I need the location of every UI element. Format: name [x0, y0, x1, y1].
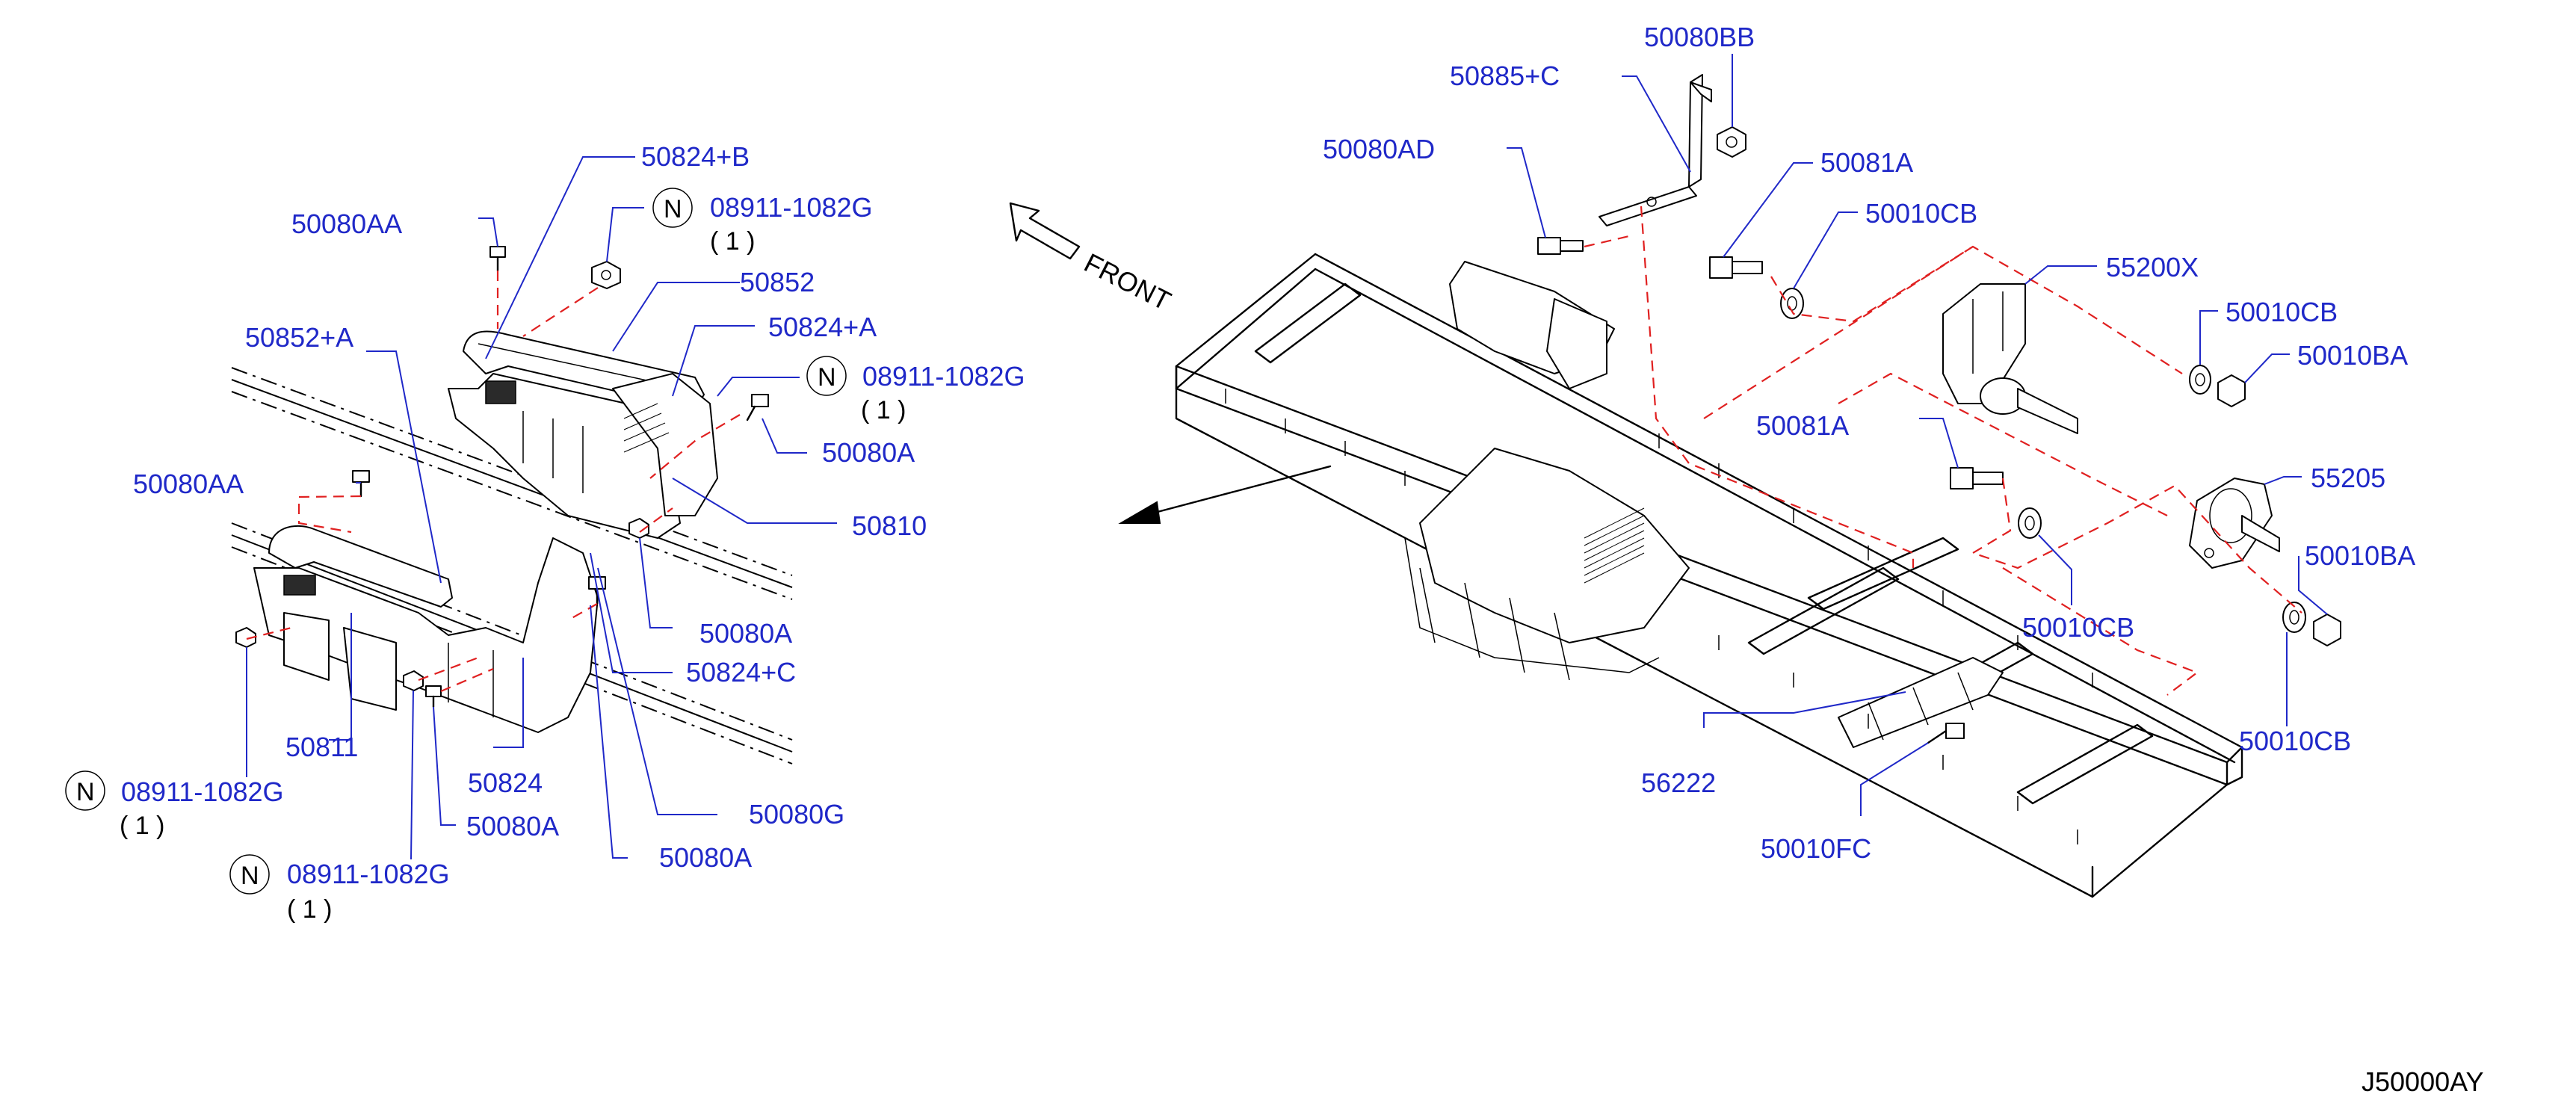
- part-label-50810: 50810: [852, 510, 927, 541]
- part-label-50824: 50824: [468, 767, 543, 798]
- part-label-08911-1082g: 08911-1082G: [862, 361, 1025, 392]
- washer-icon: [2018, 507, 2042, 539]
- bolt-icon: [746, 394, 769, 421]
- part-label-50080ad: 50080AD: [1323, 134, 1435, 164]
- direction-arrow-icon: [1118, 465, 1332, 524]
- part-label-55200x: 55200X: [2106, 252, 2199, 282]
- front-label: FRONT: [1079, 247, 1176, 317]
- part-label-50081a: 50081A: [1756, 410, 1849, 441]
- upper-bracket-assembly: [448, 330, 718, 539]
- part-label-50010cb: 50010CB: [1865, 198, 1977, 229]
- part-label-50080g: 50080G: [749, 799, 844, 830]
- part-label-50010cb: 50010CB: [2022, 612, 2134, 643]
- bracket-50885c: [1599, 74, 1712, 226]
- svg-text:N: N: [241, 862, 259, 890]
- nut-icon: [403, 670, 424, 691]
- bolt-icon: [425, 685, 442, 708]
- part-label-50824-c: 50824+C: [686, 657, 796, 688]
- nut-icon: [591, 261, 621, 289]
- shackle-plate-55205: [2189, 478, 2280, 569]
- part-label-50010ba: 50010BA: [2305, 540, 2415, 571]
- svg-text:N: N: [76, 778, 95, 806]
- n-mark-icon: N: [652, 188, 693, 228]
- part-label-50010cb: 50010CB: [2226, 297, 2338, 327]
- part-label-56222: 56222: [1641, 767, 1716, 798]
- vent-hatch: [623, 403, 670, 453]
- left-assembly-lines: [246, 271, 741, 693]
- right-fasteners: [1537, 126, 2341, 744]
- right-assembly-lines: [1584, 206, 2302, 696]
- n-mark-icon: N: [229, 854, 270, 895]
- part-label-50852: 50852: [740, 267, 815, 297]
- part-label-08911-1082g: 08911-1082G: [287, 859, 450, 889]
- nut-icon: [2217, 374, 2246, 407]
- right-leaders: [1507, 54, 2328, 816]
- washer-icon: [1780, 288, 1804, 319]
- part-label-50010fc: 50010FC: [1761, 833, 1871, 864]
- part-label-50080bb: 50080BB: [1644, 22, 1755, 52]
- bolt-icon: [1709, 256, 1763, 279]
- part-label-50010ba: 50010BA: [2297, 340, 2408, 371]
- nut-icon: [235, 627, 256, 648]
- nut-icon: [1717, 126, 1746, 158]
- part-label-50080a: 50080A: [659, 842, 752, 873]
- nut-icon: [2313, 614, 2341, 646]
- part-label-50081a: 50081A: [1820, 147, 1913, 178]
- part-label-50080a: 50080A: [699, 618, 792, 649]
- lower-bracket-assembly: [253, 525, 599, 733]
- part-label-08911-1082g: 08911-1082G: [121, 776, 284, 807]
- washer-icon: [2282, 602, 2306, 633]
- part-label-50080a: 50080A: [822, 437, 915, 468]
- bolt-icon: [1537, 237, 1584, 255]
- part-label-55205: 55205: [2311, 463, 2385, 493]
- part-label-50885-c: 50885+C: [1450, 61, 1560, 91]
- part-quantity: ( 1 ): [120, 812, 164, 840]
- part-label-50852-a: 50852+A: [245, 322, 353, 353]
- part-label-50811: 50811: [285, 732, 358, 762]
- ladder-frame: [1175, 253, 2243, 898]
- part-label-08911-1082g: 08911-1082G: [710, 192, 873, 223]
- part-label-50080a: 50080A: [466, 811, 559, 841]
- svg-text:N: N: [818, 363, 836, 392]
- part-label-50080aa: 50080AA: [291, 208, 402, 239]
- bolt-icon: [489, 246, 506, 272]
- svg-text:N: N: [664, 195, 682, 223]
- washer-icon: [2189, 365, 2211, 395]
- part-label-50824-a: 50824+A: [768, 312, 877, 342]
- cross-member-grille: [1584, 507, 1645, 584]
- bolt-icon: [1950, 467, 2004, 489]
- part-quantity: ( 1 ): [861, 396, 906, 424]
- bolt-icon: [1927, 723, 1965, 744]
- part-label-50824-b: 50824+B: [641, 141, 750, 172]
- spring-hanger-55200x: [1942, 283, 2078, 434]
- n-mark-icon: N: [65, 770, 105, 811]
- nut-icon: [628, 518, 649, 539]
- front-arrow-icon: [1009, 202, 1081, 260]
- part-label-50010cb: 50010CB: [2239, 726, 2351, 756]
- n-mark-icon: N: [806, 356, 847, 396]
- part-quantity: ( 1 ): [287, 895, 332, 924]
- left-leaders: [246, 156, 837, 860]
- diagram-code: J50000AY: [2362, 1066, 2483, 1097]
- part-quantity: ( 1 ): [710, 227, 755, 256]
- part-label-50080aa: 50080AA: [133, 469, 244, 499]
